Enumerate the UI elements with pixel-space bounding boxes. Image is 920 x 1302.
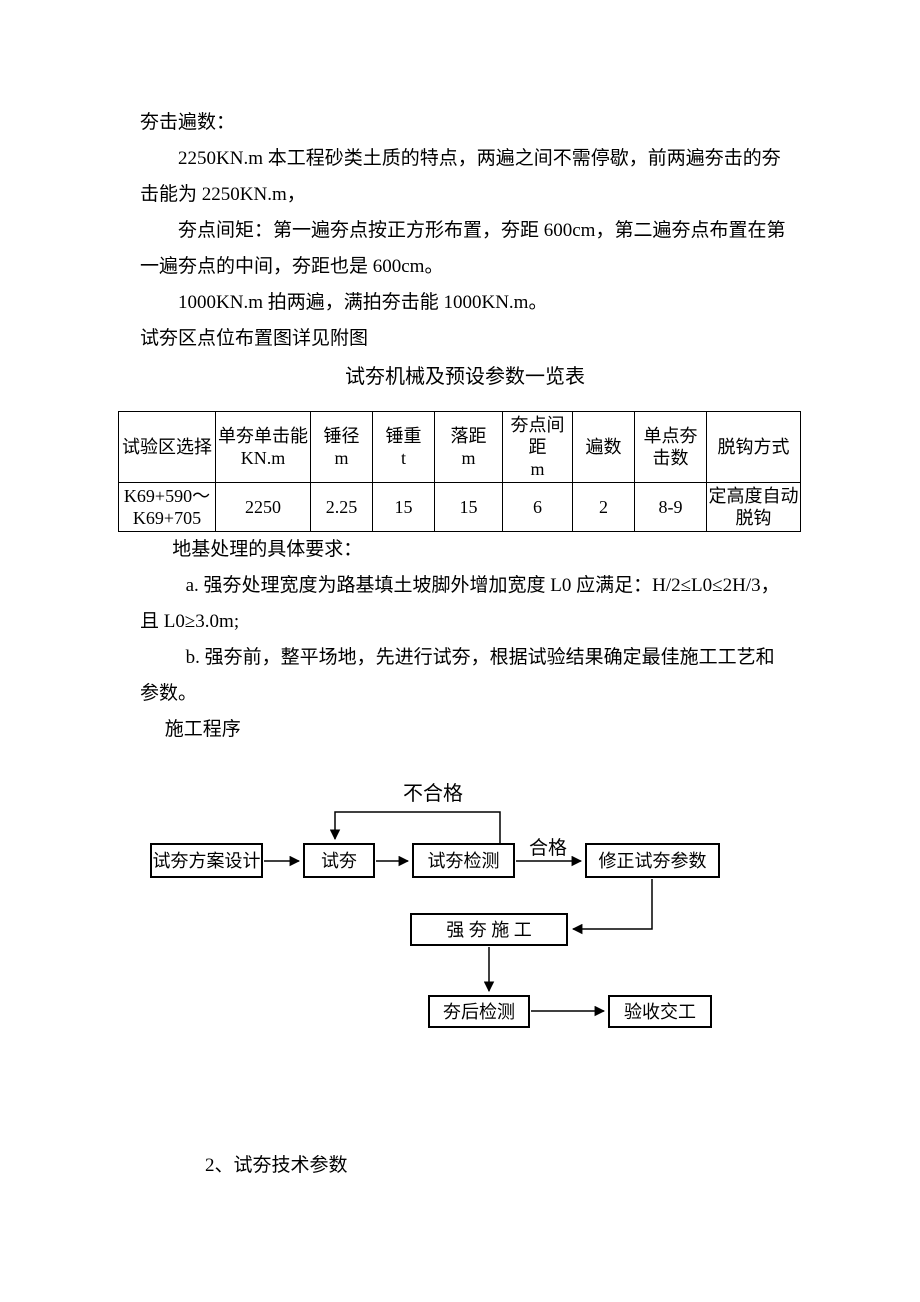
cell-energy: 2250 [215,482,311,532]
paragraph-requirements-heading: 地基处理的具体要求： [172,539,363,560]
table-header-row: 试验区选择 单夯单击能 KN.m 锤径 m 锤重 t 落距 m 夯点间距 m 遍… [118,411,801,483]
paragraph-tamping: 1000KN.m 拍两遍，满拍夯击能 1000KN.m。 [178,292,548,313]
paragraph-layout-note: 试夯区点位布置图详见附图 [140,328,369,349]
flow-label-fail: 不合格 [403,783,463,805]
paragraph-spacing: 夯点间矩：第一遍夯点按正方形布置，夯距 600cm，第二遍夯点布置在第一遍夯点的… [140,220,786,277]
parameters-table: 试验区选择 单夯单击能 KN.m 锤径 m 锤重 t 落距 m 夯点间距 m 遍… [118,411,801,532]
flow-node-design: 试夯方案设计 [150,843,263,878]
cell-drop-distance: 15 [434,482,503,532]
cell-release-method: 定高度自动脱钩 [706,482,801,532]
cell-test-zone: K69+590～ K69+705 [118,482,216,532]
header-cell-hammer-diameter: 锤径 m [310,411,373,483]
section-heading-parameters: 2、试夯技术参数 [205,1155,348,1176]
header-cell-hammer-weight: 锤重 t [372,411,435,483]
cell-pass-count: 2 [572,482,635,532]
flow-node-construct: 强 夯 施 工 [410,913,568,946]
cell-hammer-diameter: 2.25 [310,482,373,532]
cell-point-spacing: 6 [502,482,573,532]
header-cell-test-zone: 试验区选择 [118,411,216,483]
paragraph-requirement-b: b. 强夯前，整平场地，先进行试夯，根据试验结果确定最佳施工工艺和参数。 [140,647,775,704]
header-cell-drop-distance: 落距 m [434,411,503,483]
paragraph-requirement-a: a. 强夯处理宽度为路基填土坡脚外增加宽度 L0 应满足：H/2≤L0≤2H/3… [140,575,780,632]
flow-node-revise: 修正试夯参数 [585,843,720,878]
flow-node-trial: 试夯 [303,843,375,878]
document-content: 夯击遍数： 2250KN.m 本工程砂类土质的特点，两遍之间不需停歇，前两遍夯击… [118,112,801,740]
cell-hammer-weight: 15 [372,482,435,532]
paragraph-heading-passes: 夯击遍数： [140,112,236,133]
table-data-row: K69+590～ K69+705 2250 2.25 15 15 6 2 8-9… [118,482,801,532]
cell-blow-count: 8-9 [634,482,707,532]
header-cell-point-spacing: 夯点间距 m [502,411,573,483]
paragraph-procedure-heading: 施工程序 [164,719,241,740]
flow-label-pass: 合格 [529,838,568,859]
paragraph-energy: 2250KN.m 本工程砂类土质的特点，两遍之间不需停歇，前两遍夯击的夯击能为 … [140,148,781,205]
header-cell-blow-count: 单点夯击数 [634,411,707,483]
flow-node-acceptance: 验收交工 [608,995,712,1028]
flow-node-post-inspect: 夯后检测 [428,995,530,1028]
header-cell-pass-count: 遍数 [572,411,635,483]
table-title: 试夯机械及预设参数一览表 [345,366,585,388]
header-cell-energy: 单夯单击能 KN.m [215,411,311,483]
flow-node-inspect: 试夯检测 [412,843,515,878]
header-cell-release-method: 脱钩方式 [706,411,801,483]
